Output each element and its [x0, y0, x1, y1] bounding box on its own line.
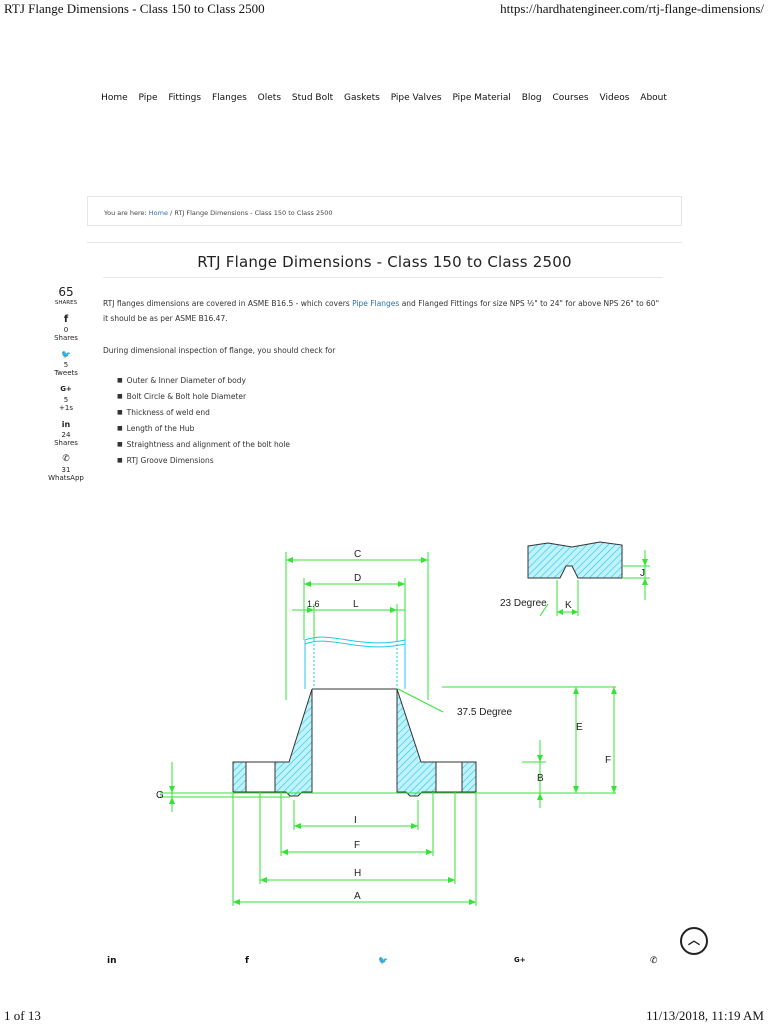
share-count: 5 — [63, 361, 69, 369]
nav-olets[interactable]: Olets — [257, 93, 282, 103]
nav-pipe[interactable]: Pipe — [138, 93, 158, 103]
share-label: WhatsApp — [48, 474, 84, 482]
page-number: 1 of 13 — [4, 1008, 41, 1023]
dim-label-1-6: 1.6 — [307, 599, 320, 609]
share-twitter[interactable]: 🐦 5 Tweets — [48, 348, 84, 377]
nav-stud-bolt[interactable]: Stud Bolt — [291, 93, 334, 103]
intro-text-b: and Flanged Fittings for size NPS ½" to … — [103, 299, 660, 323]
list-item: Straightness and alignment of the bolt h… — [117, 437, 290, 453]
nav-courses[interactable]: Courses — [552, 93, 589, 103]
share-facebook[interactable]: f 0 Shares — [48, 313, 84, 342]
share-total: 65 SHARES — [48, 286, 84, 307]
inspection-paragraph: During dimensional inspection of flange,… — [103, 346, 336, 355]
dim-label-i: I — [354, 815, 357, 826]
googleplus-icon[interactable]: G+ — [60, 385, 72, 393]
linkedin-icon[interactable]: in — [61, 420, 71, 429]
pipe-outline — [304, 636, 406, 689]
facebook-icon[interactable]: f — [245, 956, 249, 966]
whatsapp-icon[interactable]: ✆ — [650, 956, 658, 966]
share-rail: 65 SHARES f 0 Shares 🐦 5 Tweets G+ 5 +1s… — [48, 286, 84, 488]
chevron-up-icon: ︿ — [687, 933, 700, 947]
title-divider — [103, 277, 663, 278]
dim-label-a: A — [354, 891, 361, 902]
share-linkedin[interactable]: in 24 Shares — [48, 418, 84, 447]
angle-label-23: 23 Degree — [500, 598, 547, 609]
angle-label-37-5: 37.5 Degree — [457, 707, 512, 718]
intro-text-a: RTJ flanges dimensions are covered in AS… — [103, 299, 353, 308]
dim-label-l: L — [353, 599, 359, 610]
share-label: Tweets — [54, 369, 78, 377]
facebook-icon[interactable]: f — [63, 314, 69, 325]
dim-label-e: E — [576, 722, 583, 733]
dim-label-h: H — [354, 868, 361, 879]
scroll-to-top-button[interactable]: ︿ — [680, 927, 708, 955]
list-item: Bolt Circle & Bolt hole Diameter — [117, 389, 290, 405]
breadcrumb: You are here: Home / RTJ Flange Dimensio… — [87, 196, 682, 226]
list-item: Outer & Inner Diameter of body — [117, 373, 290, 389]
share-total-label: SHARES — [54, 300, 78, 306]
list-item: Thickness of weld end — [117, 405, 290, 421]
list-item: RTJ Groove Dimensions — [117, 453, 290, 469]
flange-body — [232, 688, 477, 797]
nav-fittings[interactable]: Fittings — [168, 93, 202, 103]
share-label: +1s — [59, 404, 73, 412]
breadcrumb-separator: / — [170, 209, 173, 217]
twitter-icon[interactable]: 🐦 — [61, 350, 71, 359]
nav-videos[interactable]: Videos — [599, 93, 630, 103]
share-count: 31 — [61, 466, 71, 474]
dimension-labels: C D 1.6 L 37.5 Degree E F B G I F H A J … — [156, 549, 645, 902]
share-googleplus[interactable]: G+ 5 +1s — [48, 383, 84, 412]
groove-detail — [527, 541, 650, 617]
dim-label-f-bottom: F — [354, 840, 360, 851]
page-title: RTJ Flange Dimensions - Class 150 to Cla… — [197, 253, 572, 271]
nav-blog[interactable]: Blog — [521, 93, 542, 103]
dim-label-g: G — [156, 790, 164, 801]
breadcrumb-home-link[interactable]: Home — [148, 209, 168, 217]
nav-gaskets[interactable]: Gaskets — [344, 93, 380, 103]
dim-label-b: B — [537, 773, 544, 784]
nav-pipe-valves[interactable]: Pipe Valves — [390, 93, 442, 103]
nav-flanges[interactable]: Flanges — [211, 93, 247, 103]
dim-label-j: J — [640, 568, 645, 579]
rtj-flange-drawing: C D 1.6 L 37.5 Degree E F B G I F H A J … — [156, 541, 650, 906]
page-url: https://hardhatengineer.com/rtj-flange-d… — [500, 1, 764, 16]
share-count: 5 — [63, 396, 69, 404]
footer-share-bar: in f 🐦 G+ ✆ — [85, 952, 685, 972]
breadcrumb-current: RTJ Flange Dimensions - Class 150 to Cla… — [174, 209, 333, 217]
article-container — [87, 242, 682, 927]
dim-label-d: D — [354, 573, 361, 584]
share-count: 24 — [61, 431, 71, 439]
twitter-icon[interactable]: 🐦 — [378, 956, 388, 965]
breadcrumb-prefix: You are here: — [104, 209, 147, 217]
share-label: Shares — [54, 334, 78, 342]
document-title: RTJ Flange Dimensions - Class 150 to Cla… — [4, 1, 265, 16]
nav-home[interactable]: Home — [101, 93, 128, 103]
print-datetime: 11/13/2018, 11:19 AM — [646, 1008, 764, 1023]
dim-label-k: K — [565, 600, 572, 611]
googleplus-icon[interactable]: G+ — [514, 956, 526, 964]
nav-about[interactable]: About — [640, 93, 667, 103]
share-count: 0 — [63, 326, 69, 334]
inspection-list: Outer & Inner Diameter of body Bolt Circ… — [117, 373, 290, 469]
share-total-count: 65 — [58, 285, 74, 299]
whatsapp-icon[interactable]: ✆ — [62, 454, 70, 464]
share-label: Shares — [54, 439, 78, 447]
main-nav: Home Pipe Fittings Flanges Olets Stud Bo… — [0, 93, 768, 103]
list-item: Length of the Hub — [117, 421, 290, 437]
intro-paragraph: RTJ flanges dimensions are covered in AS… — [103, 296, 663, 326]
dim-label-c: C — [354, 549, 361, 560]
linkedin-icon[interactable]: in — [107, 956, 117, 966]
pipe-flanges-link[interactable]: Pipe Flanges — [352, 299, 400, 308]
dim-label-f-right: F — [605, 755, 611, 766]
dimension-arrows — [169, 557, 617, 905]
nav-pipe-material[interactable]: Pipe Material — [452, 93, 511, 103]
share-whatsapp[interactable]: ✆ 31 WhatsApp — [48, 453, 84, 482]
